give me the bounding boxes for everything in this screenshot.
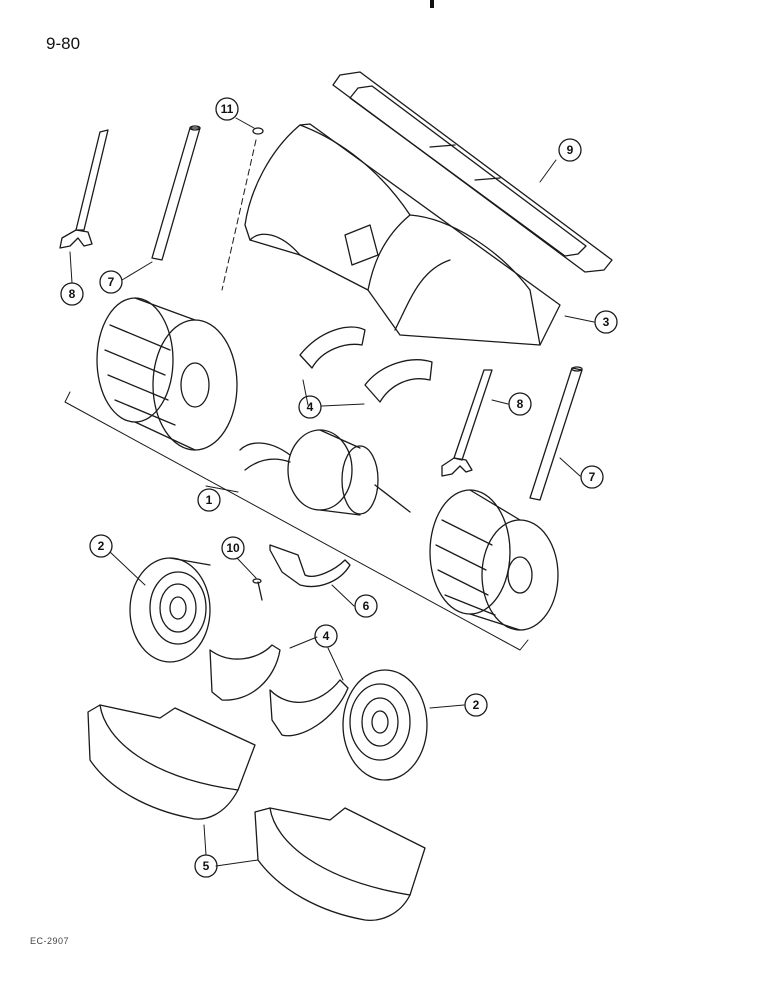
nut (221, 127, 264, 291)
page-number: 9-80 (46, 34, 81, 53)
blower-motor (239, 429, 411, 516)
callout-11: 11 (215, 97, 239, 121)
figure-code: EC-2907 (30, 936, 70, 946)
callout-10: 10 (221, 536, 245, 560)
callout-6-label: 6 (363, 599, 370, 613)
callout-8-right: 8 (508, 392, 532, 416)
callout-8-right-label: 8 (517, 397, 524, 411)
item-1-bracket (64, 391, 529, 651)
callout-5-label: 5 (203, 859, 210, 873)
screw (252, 578, 263, 601)
blower-housing-top (244, 123, 561, 346)
callout-11-label: 11 (221, 102, 234, 116)
clip-lower-a (209, 644, 281, 701)
callout-8-left: 8 (60, 282, 84, 306)
callout-1-label: 1 (206, 493, 213, 507)
callout-7-left-label: 7 (108, 275, 115, 289)
lower-housing-right (254, 807, 426, 921)
callout-4-upper-label: 4 (307, 400, 314, 414)
hose-left (151, 125, 201, 261)
callout-2-right-label: 2 (473, 698, 480, 712)
callout-4-lower: 4 (314, 624, 338, 648)
callout-6: 6 (354, 594, 378, 618)
leader-lines (69, 117, 595, 867)
callout-8-left-label: 8 (69, 287, 76, 301)
callout-3-label: 3 (603, 315, 610, 329)
mounting-bracket (269, 544, 351, 588)
blower-wheel-left (96, 297, 238, 451)
callout-3: 3 (594, 310, 618, 334)
inlet-ring-right (342, 669, 428, 781)
top-edge-mark (430, 0, 434, 8)
callout-5: 5 (194, 854, 218, 878)
callout-7-left: 7 (99, 270, 123, 294)
callout-10-label: 10 (226, 541, 240, 555)
lower-housing-left (87, 704, 256, 820)
gasket-frame (332, 71, 613, 273)
callouts: 1 2 2 3 4 4 5 6 (60, 97, 618, 878)
clamp-strap-left (59, 129, 109, 249)
callout-1: 1 (197, 488, 221, 512)
clip-upper-b (364, 359, 433, 403)
callout-9: 9 (558, 138, 582, 162)
hose-right (529, 366, 583, 501)
callout-2-right: 2 (464, 693, 488, 717)
blower-wheel-right (429, 489, 559, 631)
callout-7-right: 7 (580, 465, 604, 489)
callout-4-upper: 4 (298, 395, 322, 419)
callout-4-lower-label: 4 (323, 629, 330, 643)
callout-2-left: 2 (89, 534, 113, 558)
callout-2-left-label: 2 (98, 539, 105, 553)
callout-7-right-label: 7 (589, 470, 596, 484)
clip-lower-b (269, 679, 349, 737)
callout-9-label: 9 (567, 143, 574, 157)
inlet-ring-left (129, 557, 211, 663)
clip-upper-a (299, 326, 366, 369)
clamp-strap-right (441, 369, 493, 477)
